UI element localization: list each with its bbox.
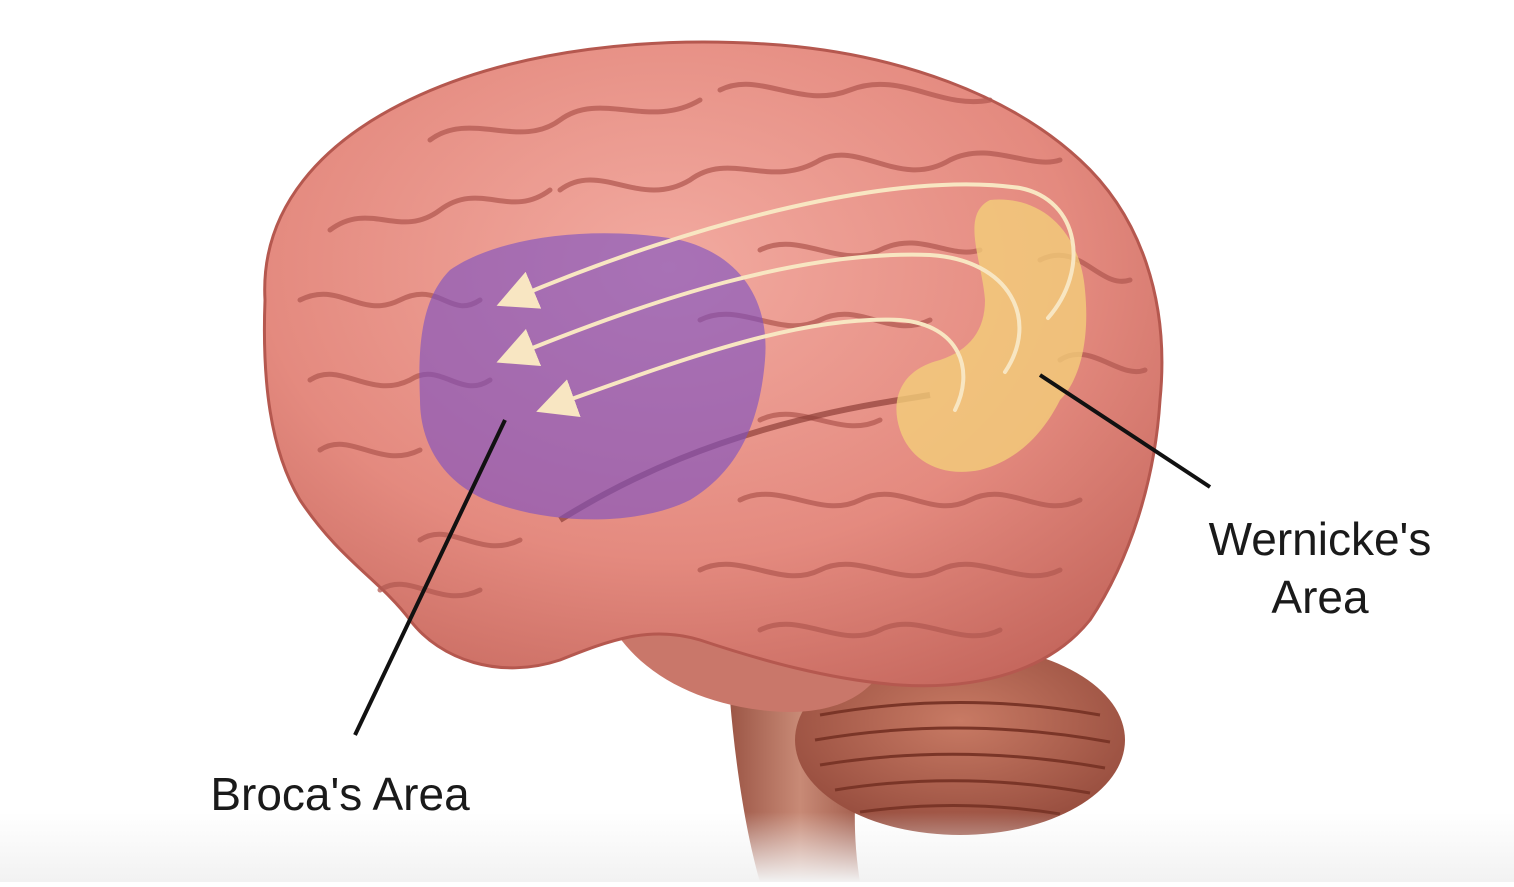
wernicke-label-line1: Wernicke's	[1208, 513, 1432, 565]
connection-arrows	[496, 182, 1076, 418]
cerebellum	[795, 645, 1125, 835]
wernicke-area-label: Wernicke's Area	[1170, 510, 1470, 626]
wernicke-leader-line	[1038, 373, 1212, 489]
wernicke-label-line2: Area	[1271, 571, 1369, 623]
broca-region	[419, 233, 766, 520]
gyri-folds	[297, 81, 1148, 639]
broca-label-text: Broca's Area	[210, 768, 470, 820]
wernicke-region	[896, 199, 1087, 472]
arrow-1	[496, 182, 1076, 320]
bottom-fade	[0, 812, 1514, 882]
arrow-3	[536, 317, 966, 418]
broca-leader-line	[353, 419, 507, 736]
broca-area-label: Broca's Area	[180, 765, 500, 823]
arrow-2	[496, 252, 1022, 374]
